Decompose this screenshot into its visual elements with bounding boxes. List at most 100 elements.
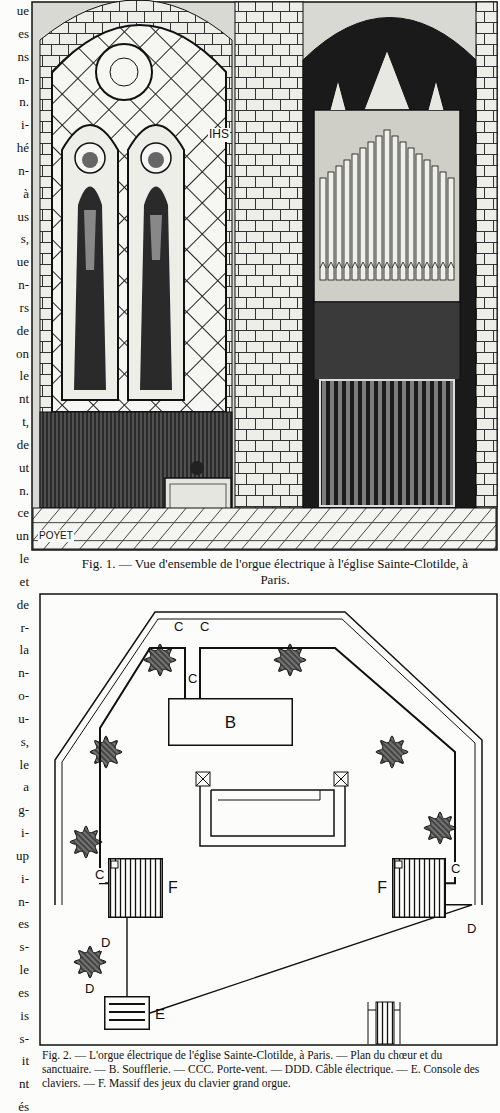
pipe-chest: F [392,858,446,918]
text-fragment: r- [0,621,29,636]
chest-corner [395,861,402,868]
pipe-mouth [368,262,374,268]
blower-outline [169,699,293,746]
pipe-mouth [384,262,390,268]
text-fragment: la [0,643,29,658]
text-fragment: up [0,849,29,864]
node-outline [108,858,163,918]
engraving-frame [32,2,497,550]
text-fragment: le [0,758,29,773]
text-fragment: le [0,963,29,978]
organ-pipe [336,166,342,280]
stained-glass-window [52,25,226,412]
text-fragment: rs [0,301,29,316]
wind-duct [200,648,455,883]
saint-figures [74,143,172,390]
left-arch [40,0,232,508]
chest-corner [111,861,118,868]
text-fragment: et [0,575,29,590]
chest-outline [393,859,446,918]
pipe-mouth [320,262,326,268]
organ-case [314,50,460,506]
pipe-mouth [416,262,422,268]
pipe-mouth [344,262,350,268]
node-letter: B [225,714,236,731]
text-fragment: hé [0,141,29,156]
organ-pipe [392,136,398,280]
organ-pipe [384,130,390,280]
pillar-section [376,736,408,768]
text-fragment: n- [0,895,29,910]
text-fragment: ce [0,506,29,521]
text-fragment: nt [0,392,29,407]
wind-duct [100,648,185,883]
figure-caption: Fig. 1. — Vue d'ensemble de l'orgue élec… [70,556,480,587]
text-fragment: es [0,917,29,932]
lectern-figure [190,461,204,475]
organ-pipe [368,142,374,280]
node-outline [392,858,446,918]
text-fragment: i- [0,118,29,133]
duct-letter: C [94,868,105,883]
pillar-section [70,826,102,858]
text-fragment: un [0,529,29,544]
text-fragment: és [0,1100,29,1113]
window-lancets [62,125,184,400]
keyboard-console: E [104,996,150,1030]
text-fragment: ut [0,461,29,476]
text-fragment: à [0,187,29,202]
blower-box: B [168,698,293,746]
organ-pipe [408,148,414,280]
pipe-mouth [392,262,398,268]
text-fragment: de [0,438,29,453]
organ-pipe [344,160,350,280]
node-letter: E [155,1006,165,1021]
figure-caption: Fig. 2. — L'orgue électrique de l'église… [42,1049,494,1090]
keyboard [109,1003,145,1005]
church-engraving [32,0,497,550]
pillar-section [90,736,122,768]
pipe-mouth [376,262,382,268]
duct-letter: C [199,620,210,635]
organ-pipe [360,148,366,280]
pillar-section [424,812,456,844]
pipe-mouth [440,262,446,268]
node-outline [104,996,150,1030]
text-fragment: u- [0,712,29,727]
pipe-mouth [400,262,406,268]
organ-arch [303,18,476,509]
text-fragment: s, [0,735,29,750]
text-fragment: a [0,780,29,795]
engraver-signature: POYET [38,530,74,542]
keyboard [109,1011,145,1013]
text-fragment: s- [0,940,29,955]
duct-letter: C [173,620,184,635]
organ-pipe [376,136,382,280]
text-fragment: it [0,1054,29,1069]
text-fragment: is [0,1009,29,1024]
text-fragment: n- [0,164,29,179]
text-fragment: i- [0,826,29,841]
chest-outline [109,859,163,918]
text-fragment: le [0,369,29,384]
sanctuary-pillar [368,1002,400,1044]
central-pillar [235,2,303,508]
text-fragment: n- [0,666,29,681]
text-fragment: le [0,552,29,567]
pipe-mouth [328,262,334,268]
text-fragment: es [0,986,29,1001]
text-fragment: us [0,210,29,225]
duct-letter: C [187,672,198,687]
pipe-chest: F [108,858,163,918]
node-letter: F [168,880,178,896]
text-fragment: on [0,347,29,362]
text-fragment: es [0,27,29,42]
organ-pipe [432,166,438,280]
organ-pipe [448,178,454,280]
text-fragment: i- [0,872,29,887]
text-fragment: ue [0,4,29,19]
electric-cable [150,905,472,1013]
choir-stalls [200,782,345,846]
pillars [70,644,456,978]
organ-pipe [440,172,446,280]
